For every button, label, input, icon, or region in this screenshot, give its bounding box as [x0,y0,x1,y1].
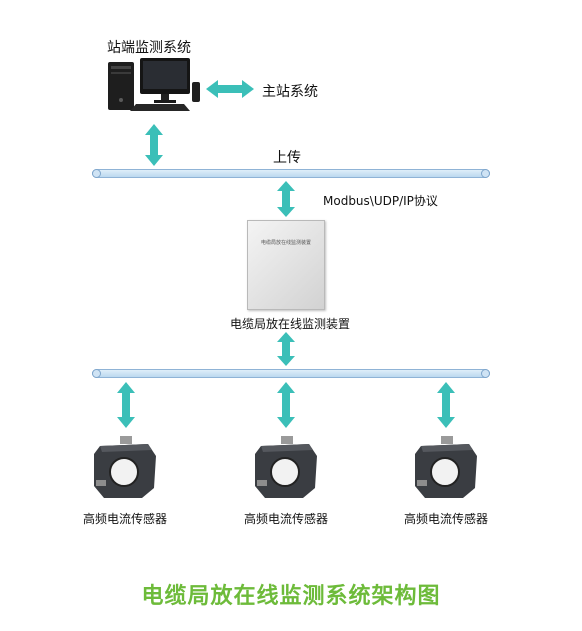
upper-bus-left-cap [92,169,101,178]
sensor-label-2: 高频电流传感器 [244,512,329,526]
sensor-label-3: 高频电流传感器 [404,512,489,526]
upload-label: 上传 [273,150,301,166]
current-sensor-icon [255,436,317,498]
double-arrow-icon [145,124,163,166]
diagram-title: 电缆局放在线监测系统架构图 [141,584,441,609]
device-name-label: 电缆局放在线监测装置 [230,317,351,331]
sensor-label-1: 高频电流传感器 [83,512,168,526]
double-arrow-icon [277,181,295,217]
master-station-label: 主站系统 [262,84,318,100]
double-arrow-icon [437,382,455,428]
current-sensor-icon [415,436,477,498]
lower-bus-right-cap [481,369,490,378]
double-arrow-icon [117,382,135,428]
double-arrow-icon [206,80,254,98]
current-sensor-icon [94,436,156,498]
station-monitoring-label: 站端监测系统 [107,40,191,56]
double-arrow-icon [277,332,295,366]
upper-bus-line [92,169,490,178]
device-plate-text: 电缆局放在线监测装置 [260,240,311,246]
monitoring-device-icon: 电缆局放在线监测装置 [247,220,325,310]
lower-bus-line [92,369,490,378]
protocol-label: Modbus\UDP/IP协议 [323,194,438,208]
double-arrow-icon [277,382,295,428]
desktop-computer-icon [108,58,200,111]
upper-bus-right-cap [481,169,490,178]
lower-bus-left-cap [92,369,101,378]
